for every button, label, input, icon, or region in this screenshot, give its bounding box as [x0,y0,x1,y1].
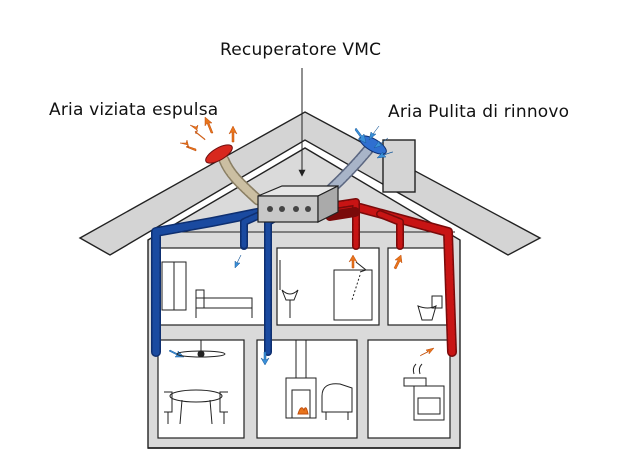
fresh-air-label: Aria Pulita di rinnovo [388,102,570,122]
living-room [256,339,358,439]
toilet-icon [417,295,443,321]
sink-icon [279,260,299,318]
supply-air-arrows [348,254,435,357]
roof [78,111,542,256]
unit-label: Recuperatore VMC [220,40,382,60]
exhaust-air-arrows [179,116,238,152]
house-body [147,147,461,449]
bed-icon [195,289,253,318]
shower-icon [333,261,373,321]
bathroom [276,247,380,326]
fan-icon [176,340,226,358]
kitchen [367,339,451,439]
fireplace-icon [285,339,317,419]
exhaust-flex-duct [205,144,264,206]
exhaust-air-label: Aria viziata espulsa [49,100,219,120]
armchair-icon [321,383,353,420]
vmc-unit [257,185,339,223]
supply-ducts [315,198,457,357]
wardrobe-icon [161,261,187,311]
dining-table-icon [164,389,228,425]
fresh-air-arrows [354,125,394,159]
stove-icon [403,363,445,421]
